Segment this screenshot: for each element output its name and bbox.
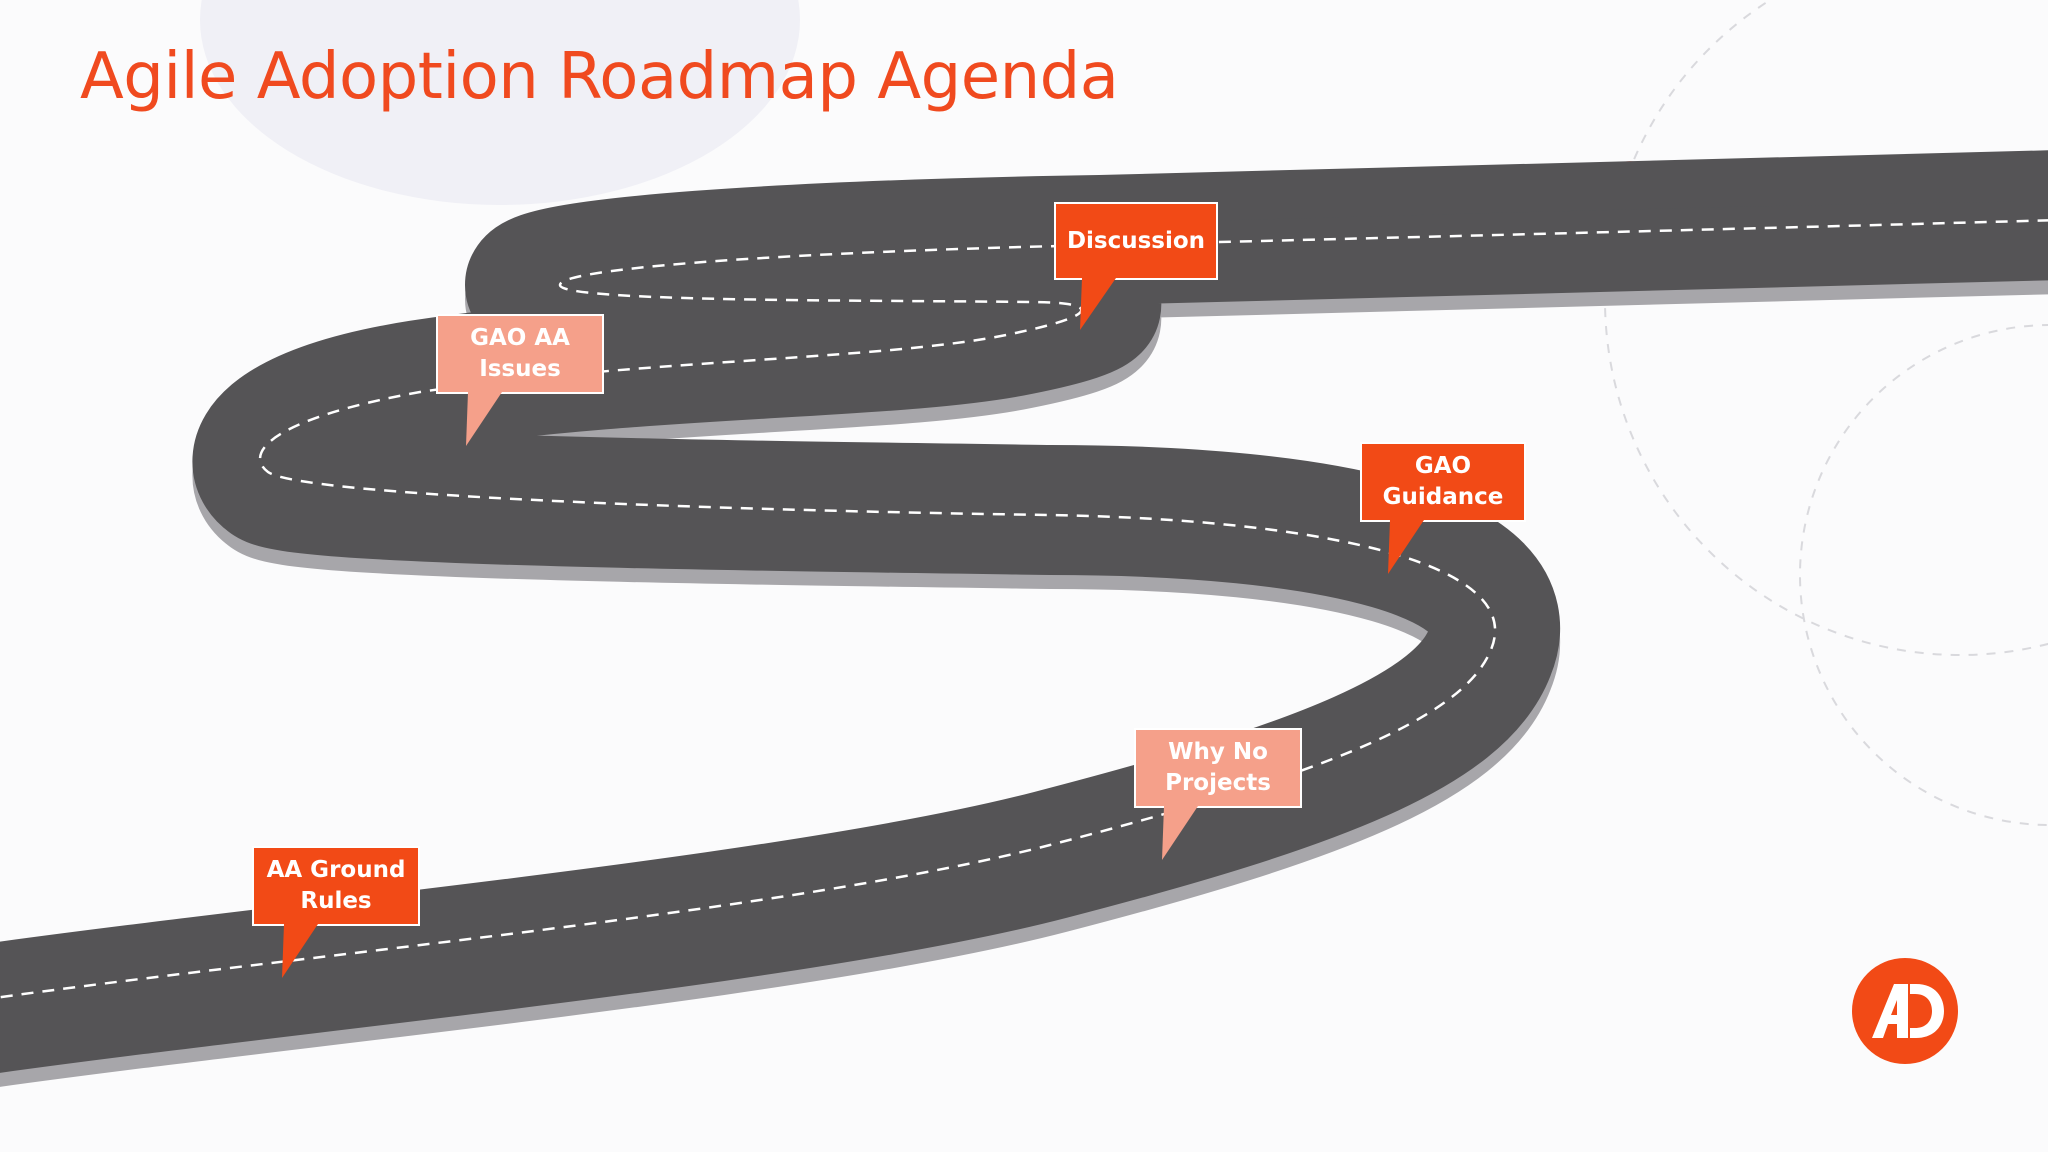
road-far-end xyxy=(1199,201,2048,243)
milestone-aa-ground-rules-line1: AA Ground xyxy=(266,857,406,883)
milestone-gao-aa-issues: GAO AA Issues xyxy=(436,314,604,394)
background-soft-blob xyxy=(200,0,800,205)
milestone-gao-aa-issues-line2: Issues xyxy=(479,356,561,382)
milestone-why-no-projects-line1: Why No xyxy=(1168,739,1268,765)
milestone-gao-guidance: GAO Guidance xyxy=(1360,442,1526,522)
page-title: Agile Adoption Roadmap Agenda xyxy=(80,40,1119,114)
milestone-why-no-projects: Why No Projects xyxy=(1134,728,1302,808)
milestone-gao-guidance-pointer xyxy=(1388,520,1424,574)
milestone-why-no-projects-line2: Projects xyxy=(1165,770,1271,796)
milestone-gao-aa-issues-pointer xyxy=(466,392,502,446)
milestone-gao-guidance-line1: GAO xyxy=(1414,453,1472,479)
milestone-gao-guidance-line2: Guidance xyxy=(1382,484,1504,510)
milestone-discussion-pointer xyxy=(1080,278,1116,330)
ad-logo-icon xyxy=(1852,958,1958,1064)
milestone-discussion-label: Discussion xyxy=(1066,227,1206,254)
milestone-aa-ground-rules: AA Ground Rules xyxy=(252,846,420,926)
milestone-aa-ground-rules-pointer xyxy=(282,924,318,978)
milestone-gao-aa-issues-line1: GAO AA xyxy=(470,325,570,351)
milestone-why-no-projects-pointer xyxy=(1162,806,1198,860)
milestone-aa-ground-rules-line2: Rules xyxy=(300,888,372,914)
milestone-discussion: Discussion xyxy=(1054,202,1218,280)
ad-logo-mark xyxy=(1872,984,1944,1038)
